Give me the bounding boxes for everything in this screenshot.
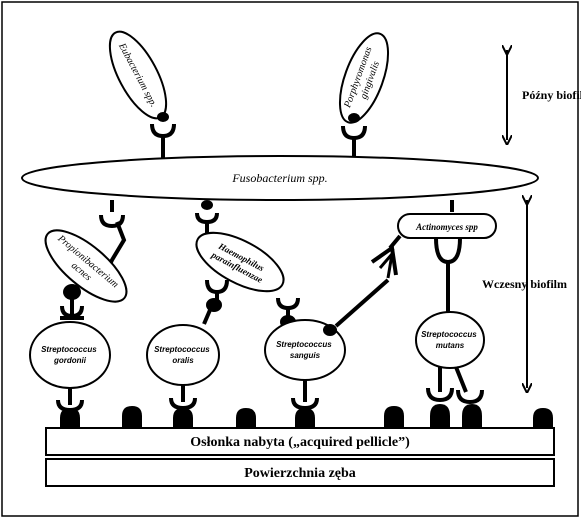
pellicle-receptors [56, 387, 553, 428]
svg-text:Streptococcus sanguis: Streptococcus sanguis [276, 340, 334, 360]
pellicle-bar: Osłonka nabyta („acquired pellicle”) [45, 427, 555, 456]
pellicle-label: Osłonka nabyta („acquired pellicle”) [190, 435, 410, 450]
fusobacterium-label: Fusobacterium spp. [231, 171, 327, 185]
haemophilus-cell: Haemophilus parainfluenzae [195, 231, 300, 311]
svg-text:Streptococcus gordonii: Streptococcus gordonii [41, 345, 99, 365]
tooth-surface-label: Powierzchnia zęba [244, 466, 356, 481]
gordonii-label-2: gordonii [53, 356, 87, 365]
s-sanguis-cell: Streptococcus sanguis [264, 308, 346, 402]
tooth-surface-bar: Powierzchnia zęba [45, 458, 555, 487]
mutans-label-2: mutans [436, 341, 465, 350]
propionibacterium-cell: Propionibacterium acnes [44, 221, 128, 303]
sanguis-label-2: sanguis [290, 351, 321, 360]
eubacterium-cell: Eubacterium spp. [108, 30, 176, 162]
late-biofilm-indicator: Późny biofilm [507, 50, 581, 140]
early-biofilm-indicator: Wczesny biofilm [482, 200, 567, 388]
s-oralis-cell: Streptococcus oralis [146, 292, 222, 402]
svg-text:Streptococcus mutans: Streptococcus mutans [421, 330, 479, 350]
early-biofilm-label: Wczesny biofilm [482, 277, 567, 291]
oralis-label-1: Streptococcus [154, 345, 210, 354]
s-gordonii-cell: Streptococcus gordonii [29, 298, 111, 405]
s-mutans-cell: Streptococcus mutans [415, 311, 485, 393]
actinomyces-label: Actinomyces spp [415, 222, 478, 232]
gordonii-label-1: Streptococcus [41, 345, 97, 354]
svg-text:Streptococcus oralis: Streptococcus oralis [154, 345, 212, 365]
late-biofilm-label: Późny biofilm [522, 88, 581, 102]
oralis-label-2: oralis [172, 356, 194, 365]
fusobacterium-cell: Fusobacterium spp. [21, 155, 539, 201]
porphyromonas-cell: Porphyromonas gingivalis [338, 32, 390, 162]
actinomyces-cell: Actinomyces spp [334, 213, 497, 328]
sanguis-label-1: Streptococcus [276, 340, 332, 349]
mutans-label-1: Streptococcus [421, 330, 477, 339]
